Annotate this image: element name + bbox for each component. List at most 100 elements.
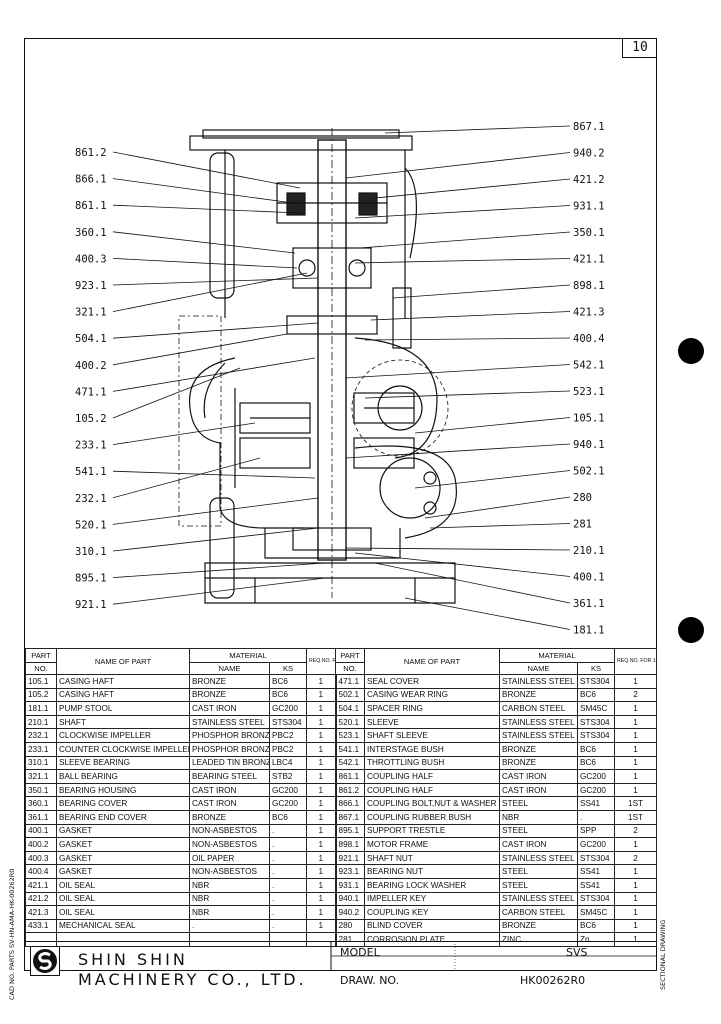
part-no: 210.1 [25, 714, 57, 730]
header-name-right: NAME OF PART [364, 648, 501, 675]
material-name: CARBON STEEL [499, 701, 579, 716]
material-name: BRONZE [189, 809, 270, 825]
material-ks: Zn [577, 932, 616, 947]
part-name: MOTOR FRAME [364, 837, 501, 852]
req-qty: 1 [614, 701, 658, 716]
part-no: 232.1 [25, 728, 57, 743]
material-ks: BC6 [577, 918, 616, 934]
material-name: BRONZE [499, 755, 579, 771]
part-name: SEAL COVER [364, 674, 501, 689]
part-no: 421.2 [25, 891, 57, 907]
material-ks: GC200 [577, 769, 616, 784]
part-no: 520.1 [334, 714, 366, 730]
material-ks: PBC2 [268, 728, 308, 743]
part-no: 400.1 [25, 823, 57, 839]
material-ks: PBC2 [268, 741, 308, 757]
drawing-number-value: HK00262R0 [520, 974, 586, 987]
req-qty: 1ST [614, 796, 658, 811]
material-name: NBR [189, 905, 270, 920]
material-name: BRONZE [499, 918, 579, 934]
part-name: INTERSTAGE BUSH [364, 741, 501, 757]
material-ks: SS41 [577, 796, 616, 811]
part-no: 523.1 [334, 728, 366, 743]
title-block-lines [25, 941, 656, 971]
material-name: OIL PAPER [189, 850, 270, 866]
material-ks: SS41 [577, 877, 616, 893]
part-name: SUPPORT TRESTLE [364, 823, 501, 839]
req-qty: 1 [306, 755, 337, 771]
part-no: 940.2 [334, 905, 366, 920]
callout-left-13: 232.1 [75, 493, 107, 505]
leader-line-right-6 [392, 284, 571, 299]
part-name: CORROSION PLATE [364, 932, 501, 947]
part-name: GASKET [56, 823, 190, 839]
drawing-number-label: DRAW. NO. [340, 974, 400, 987]
leader-line-left-0 [112, 151, 301, 189]
part-no: 105.2 [25, 687, 57, 703]
leader-line-right-16 [345, 547, 571, 551]
part-no: 400.4 [25, 864, 57, 879]
part-name: CASING WEAR RING [364, 687, 501, 703]
leader-line-left-11 [112, 422, 256, 445]
callout-right-7: 421.3 [573, 307, 605, 319]
leader-line-left-14 [112, 497, 319, 525]
part-name: MECHANICAL SEAL [56, 918, 190, 934]
callout-right-16: 210.1 [573, 545, 605, 557]
material-ks: BC6 [268, 687, 308, 703]
material-ks [268, 932, 308, 947]
leader-line-left-12 [112, 470, 316, 479]
material-ks: . [268, 823, 308, 839]
material-ks: . [268, 918, 308, 934]
part-name: COUNTER CLOCKWISE IMPELLER [56, 741, 190, 757]
leader-line-right-3 [354, 205, 571, 219]
req-qty: 1 [306, 905, 337, 920]
callout-right-1: 940.2 [573, 148, 605, 160]
sectional-drawing-text: SECTIONAL DRAWING [659, 919, 667, 990]
material-name: . [189, 918, 270, 934]
material-ks: GC200 [577, 837, 616, 852]
req-qty: 2 [614, 823, 658, 839]
material-name: CAST IRON [189, 796, 270, 811]
callout-left-12: 541.1 [75, 466, 107, 478]
material-name: CAST IRON [499, 769, 579, 784]
part-no: 940.1 [334, 891, 366, 907]
material-name: STAINLESS STEEL [189, 714, 270, 730]
sheet-number: 10 [622, 39, 657, 58]
material-ks: . [577, 809, 616, 825]
model-label: MODEL [340, 946, 380, 959]
req-qty: 1 [614, 674, 658, 689]
part-name: BEARING END COVER [56, 809, 190, 825]
part-name: COUPLING RUBBER BUSH [364, 809, 501, 825]
material-name: BRONZE [189, 687, 270, 703]
callout-right-19: 181.1 [573, 625, 605, 637]
part-no: 400.2 [25, 837, 57, 852]
header-no: NO. [25, 662, 57, 675]
part-no: 542.1 [334, 755, 366, 771]
req-qty: 1 [306, 850, 337, 866]
part-no: 321.1 [25, 769, 57, 784]
material-ks: SS41 [577, 864, 616, 879]
part-name: OIL SEAL [56, 877, 190, 893]
material-ks: GC200 [268, 782, 308, 798]
part-no: 361.1 [25, 809, 57, 825]
company-name-line2: MACHINERY CO., LTD. [78, 970, 307, 989]
callout-left-2: 861.1 [75, 200, 107, 212]
part-name: PUMP STOOL [56, 701, 190, 716]
part-name: IMPELLER KEY [364, 891, 501, 907]
leader-line-left-9 [112, 357, 316, 392]
part-no: 895.1 [334, 823, 366, 839]
leader-line-right-15 [429, 523, 571, 529]
leader-line-right-2 [374, 178, 571, 199]
part-name: CASING HAFT [56, 687, 190, 703]
part-no: 923.1 [334, 864, 366, 879]
part-no: 421.1 [25, 877, 57, 893]
req-qty: 1 [614, 918, 658, 934]
